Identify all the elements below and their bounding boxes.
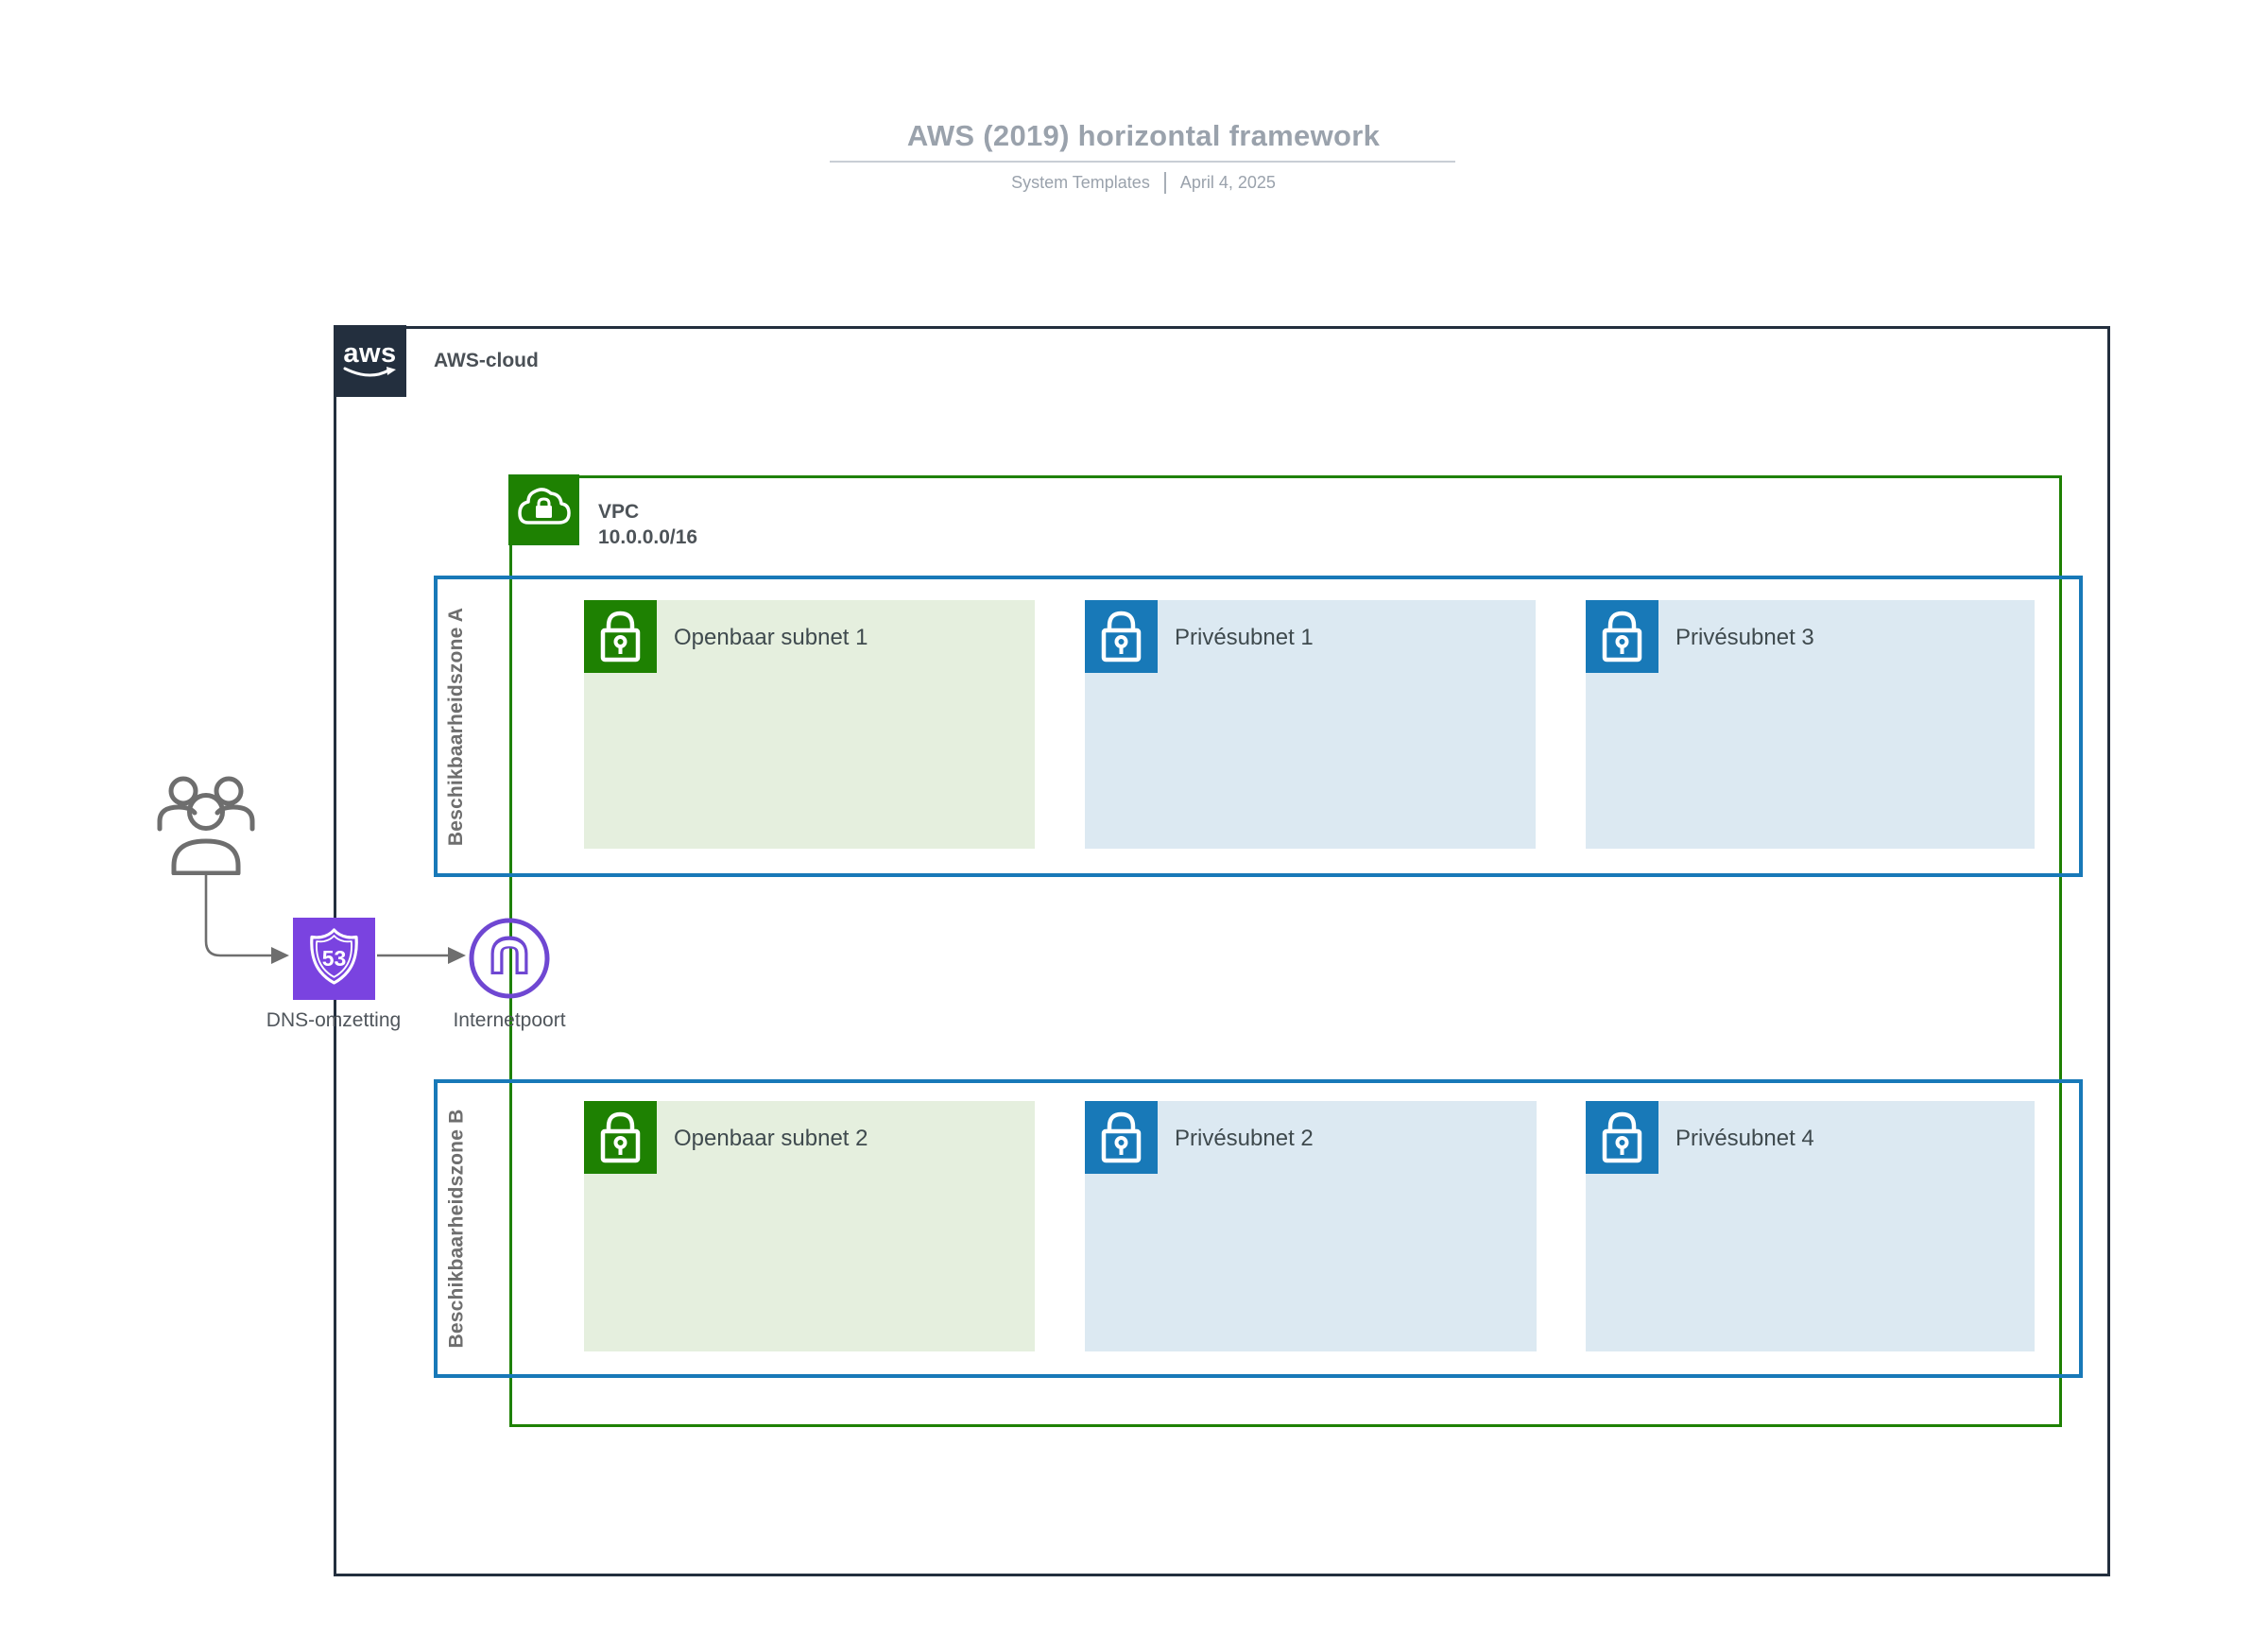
subnet-public-2: Openbaar subnet 2 (584, 1101, 1035, 1351)
page-title: AWS (2019) horizontal framework (906, 119, 1381, 152)
aws-logo-text: aws (343, 338, 397, 369)
subnet-private-4: Privésubnet 4 (1586, 1101, 2035, 1351)
title-underline (830, 161, 1455, 163)
private-lock-icon (1085, 600, 1158, 673)
subtitle-left: System Templates (1011, 173, 1150, 192)
vpc-icon (508, 474, 579, 545)
private-lock-icon (1085, 1101, 1158, 1174)
aws-logo: aws (334, 325, 406, 397)
availability-zone-b-label: Beschikbaarheidszone B (445, 1109, 467, 1349)
availability-zone-a-box (434, 576, 2083, 877)
users-icon (157, 776, 255, 875)
private-lock-icon (1586, 600, 1658, 673)
cloud-lock-icon (518, 488, 571, 525)
subtitle-separator (1163, 172, 1166, 194)
internet-gateway-icon (468, 917, 551, 1000)
page-subtitle: System Templates April 4, 2025 (671, 172, 1616, 194)
aws-smile-icon (343, 367, 396, 377)
subnet-private-2: Privésubnet 2 (1085, 1101, 1537, 1351)
availability-zone-a-label: Beschikbaarheidszone A (445, 607, 467, 846)
route53-dns-icon: 53 (293, 918, 375, 1000)
public-lock-icon (584, 600, 657, 673)
route53-badge-number: 53 (322, 946, 347, 971)
subnet-private-1: Privésubnet 1 (1085, 600, 1536, 849)
vpc-cidr: 10.0.0.0/16 (598, 526, 698, 548)
private-lock-icon (1586, 1101, 1658, 1174)
aws-cloud-label: AWS-cloud (434, 350, 539, 371)
subnet-private-3: Privésubnet 3 (1586, 600, 2035, 849)
subnet-public-1: Openbaar subnet 1 (584, 600, 1035, 849)
public-lock-icon (584, 1101, 657, 1174)
internet-gateway-label: Internetpoort (453, 1009, 566, 1031)
dns-resolution-label: DNS-omzetting (266, 1009, 402, 1031)
vpc-label: VPC 10.0.0.0/16 (598, 501, 698, 548)
subtitle-date: April 4, 2025 (1179, 173, 1276, 192)
availability-zone-b-box (434, 1079, 2083, 1378)
vpc-box (509, 475, 2062, 1427)
